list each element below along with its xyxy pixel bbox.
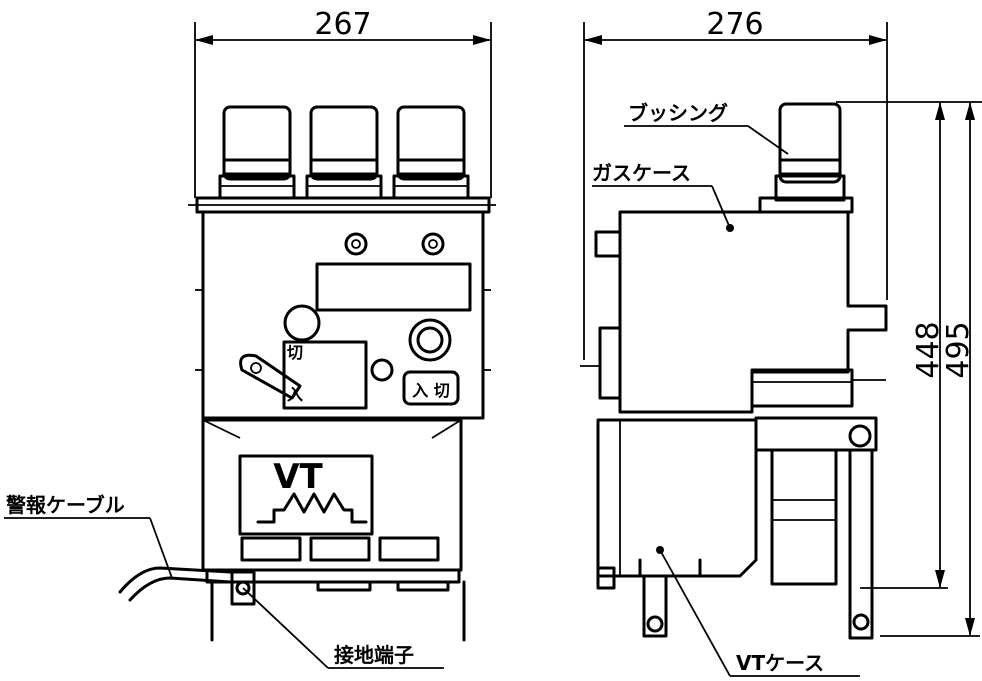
bushing-3 — [392, 105, 470, 200]
front-view: 267 — [118, 7, 496, 642]
status-lamp — [370, 358, 394, 382]
vt-case-side — [596, 418, 758, 578]
front-width-value: 267 — [314, 7, 371, 42]
gas-case-front — [201, 210, 485, 420]
on-off-indicator — [402, 370, 460, 406]
side-width-value: 276 — [706, 7, 763, 42]
gas-case-label: ガスケース — [592, 161, 691, 185]
operating-lever — [239, 353, 302, 400]
arrow-right — [473, 35, 491, 45]
bushing-label: ブッシング — [628, 101, 728, 125]
operating-knob — [283, 304, 321, 342]
side-view: 276 448 495 — [580, 7, 982, 640]
vt-window-1 — [240, 536, 302, 562]
ground-terminal-leader — [242, 587, 329, 669]
indicator-window — [408, 318, 452, 362]
base-plate — [205, 568, 461, 584]
bushing-1 — [218, 105, 296, 200]
ground-terminal-block — [230, 570, 256, 606]
vt-case-label: VTケース — [736, 651, 824, 675]
rear-leg — [848, 448, 874, 640]
arrow-right — [869, 35, 887, 45]
arrow-left — [584, 35, 602, 45]
vt-window-2 — [309, 536, 371, 562]
vt-label-panel — [238, 454, 374, 536]
nameplate — [315, 262, 472, 312]
lever-off-label: 切 — [287, 343, 303, 362]
side-bracket — [598, 326, 622, 400]
bushing-2 — [305, 105, 383, 200]
ground-terminal-label: 接地端子 — [334, 643, 414, 667]
side-connector — [594, 230, 622, 258]
bushing-leader — [747, 125, 789, 155]
vt-mark: VT — [273, 457, 323, 497]
lever-on-label: 入 — [287, 385, 303, 404]
height-outer-value: 495 — [941, 321, 976, 378]
gas-case-leader — [711, 185, 731, 229]
indicator-label: 入 切 — [412, 381, 450, 400]
bushing-side — [778, 102, 842, 184]
vt-window-3 — [378, 536, 440, 562]
gas-case-side — [618, 210, 888, 414]
height-inner-value: 448 — [911, 321, 946, 378]
mechanism-frame — [750, 368, 854, 408]
alarm-cable-wire — [118, 566, 232, 594]
gauge-left — [344, 232, 368, 256]
gauge-right — [421, 232, 445, 256]
arrow-left — [195, 35, 213, 45]
vt-symbol — [256, 492, 368, 524]
rear-support — [770, 448, 838, 586]
alarm-cable-leader — [149, 517, 173, 579]
vt-case-leader — [659, 549, 731, 677]
alarm-cable-label: 警報ケーブル — [6, 493, 125, 517]
